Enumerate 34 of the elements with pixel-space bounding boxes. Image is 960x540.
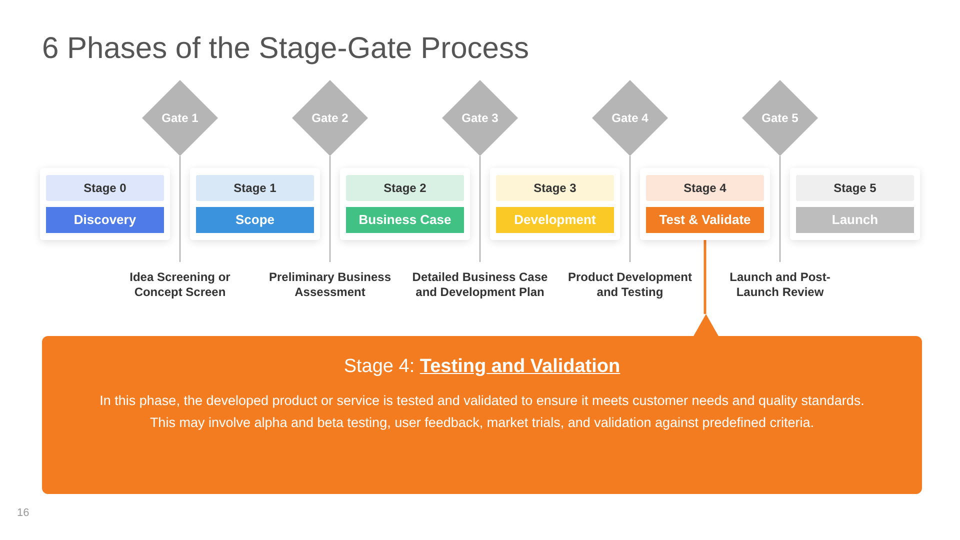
gate-description: Preliminary Business Assessment xyxy=(268,270,392,300)
gate-description: Product Development and Testing xyxy=(566,270,694,300)
gate-diamond: Gate 3 xyxy=(442,80,518,156)
stage-number: Stage 0 xyxy=(46,175,164,201)
callout-box xyxy=(42,314,922,494)
stage-number: Stage 4 xyxy=(646,175,764,201)
callout-text: In this phase, the developed product or service is tested and validated to ensure it meets customer needs and quality standards. This may involve alpha and beta testing, user feedback, market trials, and validation against predefined criteria. xyxy=(98,392,866,432)
stage-number: Stage 2 xyxy=(346,175,464,201)
gate-description: Launch and Post-Launch Review xyxy=(728,270,832,300)
stage-name: Launch xyxy=(796,206,914,233)
stage-name: Business Case xyxy=(346,206,464,233)
stage-card xyxy=(340,168,470,240)
gate-description: Detailed Business Case and Development Plan xyxy=(411,270,549,300)
stage-number: Stage 3 xyxy=(496,175,614,201)
page-number: 16 xyxy=(17,507,30,519)
stage-number: Stage 5 xyxy=(796,175,914,201)
stage-name: Test & Validate xyxy=(646,206,764,233)
gate-diamond: Gate 1 xyxy=(142,80,218,156)
stage-number: Stage 1 xyxy=(196,175,314,201)
gate-diamond: Gate 5 xyxy=(742,80,818,156)
stage-name: Discovery xyxy=(46,206,164,233)
stage-card xyxy=(490,168,620,240)
stage-name: Scope xyxy=(196,206,314,233)
callout-heading: Stage 4: Testing and Validation xyxy=(344,356,620,378)
gate-description: Idea Screening or Concept Screen xyxy=(128,270,232,300)
gate-diamond: Gate 4 xyxy=(592,80,668,156)
stage-card xyxy=(190,168,320,240)
slide-title: 6 Phases of the Stage-Gate Process xyxy=(42,32,529,66)
stage-card xyxy=(640,168,770,240)
stage-name: Development xyxy=(496,206,614,233)
stage-card xyxy=(790,168,920,240)
gate-diamond: Gate 2 xyxy=(292,80,368,156)
connector-line xyxy=(704,240,706,314)
stage-card xyxy=(40,168,170,240)
